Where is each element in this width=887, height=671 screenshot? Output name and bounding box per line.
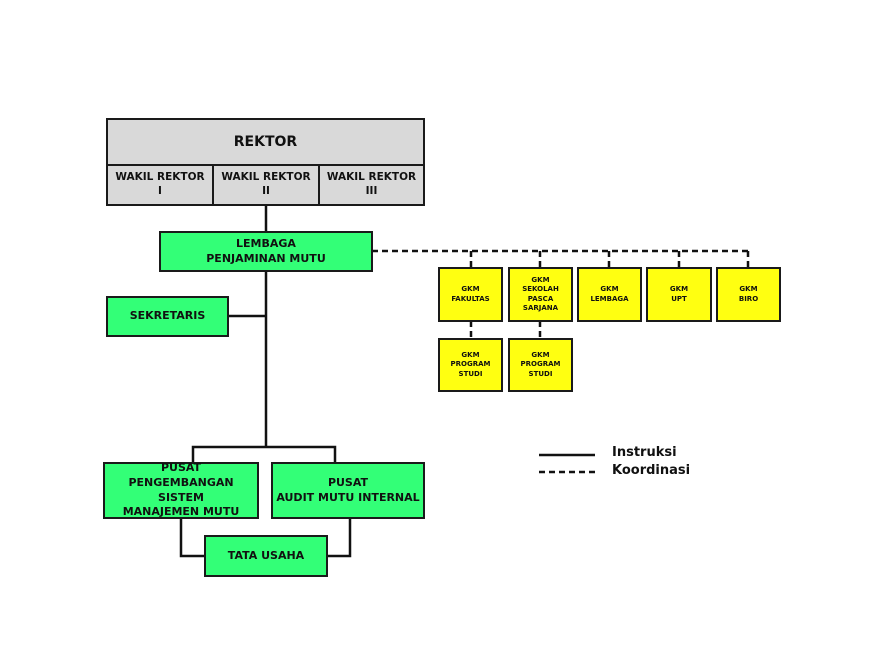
- gkm-fakultas-box: GKM FAKULTAS: [438, 267, 503, 322]
- gkm-sekolah-pasca-sarjana-box: GKM SEKOLAH PASCA SARJANA: [508, 267, 573, 322]
- gkm-program-studi-2-label: GKM PROGRAM STUDI: [520, 351, 561, 378]
- sekretaris-box: SEKRETARIS: [106, 296, 229, 337]
- pusat-audit-box: PUSAT AUDIT MUTU INTERNAL: [271, 462, 425, 519]
- pusat-pengembangan-label: PUSAT PENGEMBANGAN SISTEM MANAJEMEN MUTU: [122, 460, 240, 519]
- wakil-rektor-2-box: WAKIL REKTOR II: [212, 164, 320, 206]
- wakil-rektor-3-label: WAKIL REKTOR III: [326, 171, 417, 197]
- gkm-lembaga-box: GKM LEMBAGA: [577, 267, 642, 322]
- pusat-pengembangan-box: PUSAT PENGEMBANGAN SISTEM MANAJEMEN MUTU: [103, 460, 259, 519]
- gkm-program-studi-1-label: GKM PROGRAM STUDI: [450, 351, 491, 378]
- legend-koordinasi-label: Koordinasi: [612, 463, 691, 478]
- gkm-program-studi-2-box: GKM PROGRAM STUDI: [508, 338, 573, 392]
- rektor-label: REKTOR: [233, 134, 298, 150]
- gkm-biro-box: GKM BIRO: [716, 267, 781, 322]
- gkm-fakultas-label: GKM FAKULTAS: [451, 285, 490, 303]
- wakil-rektor-1-label: WAKIL REKTOR I: [115, 171, 205, 197]
- wakil-rektor-3-box: WAKIL REKTOR III: [318, 164, 425, 206]
- line-ami-tatausaha: [327, 518, 352, 558]
- legend-instruksi-label: Instruksi: [612, 445, 677, 460]
- sekretaris-label: SEKRETARIS: [129, 309, 206, 323]
- gkm-biro-label: GKM BIRO: [738, 285, 759, 303]
- gkm-sekolah-pasca-sarjana-label: GKM SEKOLAH PASCA SARJANA: [522, 276, 559, 312]
- wakil-rektor-2-label: WAKIL REKTOR II: [221, 171, 311, 197]
- gkm-upt-label: GKM UPT: [669, 285, 689, 303]
- line-branch-pusat: [191, 445, 337, 464]
- tata-usaha-box: TATA USAHA: [204, 535, 328, 577]
- gkm-upt-box: GKM UPT: [646, 267, 712, 322]
- line-psm-tatausaha: [179, 518, 206, 558]
- pusat-audit-label: PUSAT AUDIT MUTU INTERNAL: [276, 475, 420, 504]
- lembaga-penjaminan-mutu-box: LEMBAGA PENJAMINAN MUTU: [159, 231, 373, 272]
- wakil-rektor-1-box: WAKIL REKTOR I: [106, 164, 214, 206]
- gkm-lembaga-label: GKM LEMBAGA: [590, 285, 629, 303]
- lembaga-penjaminan-mutu-label: LEMBAGA PENJAMINAN MUTU: [206, 236, 326, 265]
- rektor-box: REKTOR: [106, 118, 425, 166]
- gkm-program-studi-1-box: GKM PROGRAM STUDI: [438, 338, 503, 392]
- tata-usaha-label: TATA USAHA: [227, 548, 305, 562]
